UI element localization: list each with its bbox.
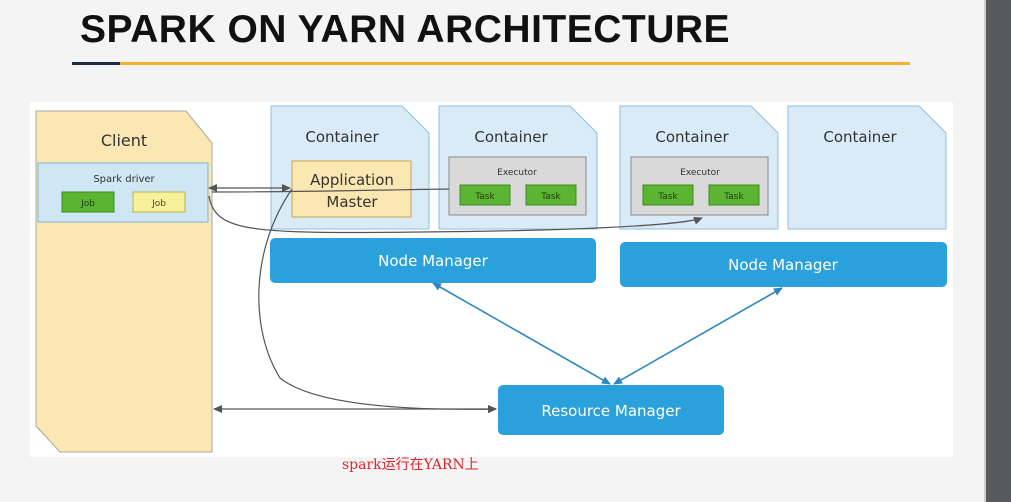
task-label: Task [540, 192, 561, 202]
node-manager-label-2: Node Manager [728, 256, 838, 274]
executor-1: Executor Task Task [448, 156, 587, 216]
node-manager-2: Node Manager [620, 242, 947, 287]
container-label-2: Container [474, 128, 548, 146]
application-master-line-1: Application [310, 171, 394, 189]
executor-label-1: Executor [497, 168, 537, 178]
container-label-4: Container [823, 128, 897, 146]
task-box [708, 184, 760, 206]
job-label-1: Job [80, 199, 95, 209]
task-label: Task [723, 192, 744, 202]
title-rule-gold [120, 62, 910, 65]
resource-manager: Resource Manager [498, 385, 724, 435]
line-driver-executor2 [208, 195, 703, 234]
task-label: Task [474, 192, 495, 202]
job-box-2 [132, 191, 186, 213]
node-manager-label-1: Node Manager [378, 252, 488, 270]
task-box [642, 184, 694, 206]
task-box [525, 184, 577, 206]
executor-label-2: Executor [680, 168, 720, 178]
slide-edge [984, 0, 986, 502]
resource-manager-label: Resource Manager [541, 402, 681, 420]
container-4: Container [787, 105, 947, 230]
container-label-3: Container [655, 128, 729, 146]
title-rule-dark [72, 62, 120, 65]
node-manager-1: Node Manager [270, 238, 596, 283]
executor-2: Executor Task Task [630, 156, 769, 216]
task-label: Task [657, 192, 678, 202]
spark-driver-box: Spark driver Job Job [37, 162, 209, 223]
arrow-nm2-rm [613, 287, 783, 385]
line-driver-executor1 [211, 188, 450, 193]
task-box [459, 184, 511, 206]
window-side-panel [986, 0, 1011, 502]
arrow-nm1-rm [432, 282, 611, 385]
spark-driver-label: Spark driver [93, 174, 155, 185]
application-master-line-2: Master [326, 193, 378, 211]
container-label-1: Container [305, 128, 379, 146]
client-box: Client [35, 110, 213, 453]
application-master-box: Application Master [291, 160, 412, 218]
job-box-1 [61, 191, 115, 213]
job-label-2: Job [151, 199, 166, 209]
slide-title: SPARK ON YARN ARCHITECTURE [80, 8, 731, 51]
client-label: Client [101, 131, 147, 150]
slide-caption: spark运行在YARN上 [342, 457, 479, 473]
